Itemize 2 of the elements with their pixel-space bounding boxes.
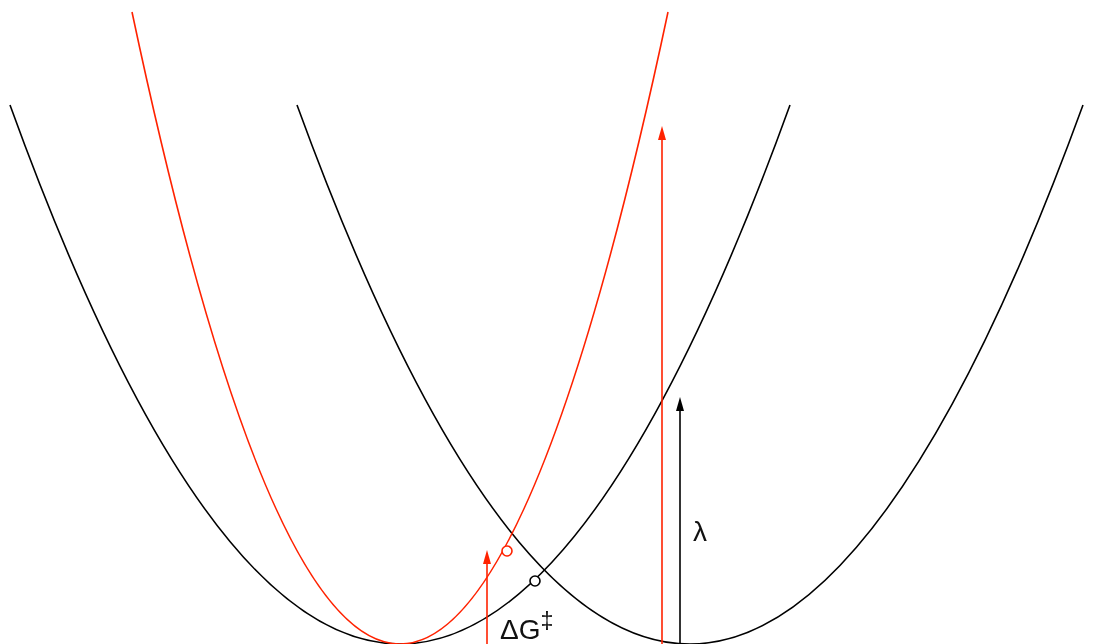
symbol-label: ΔG$^{‡}$ — [500, 610, 554, 644]
symbol-label: λ — [693, 518, 707, 546]
